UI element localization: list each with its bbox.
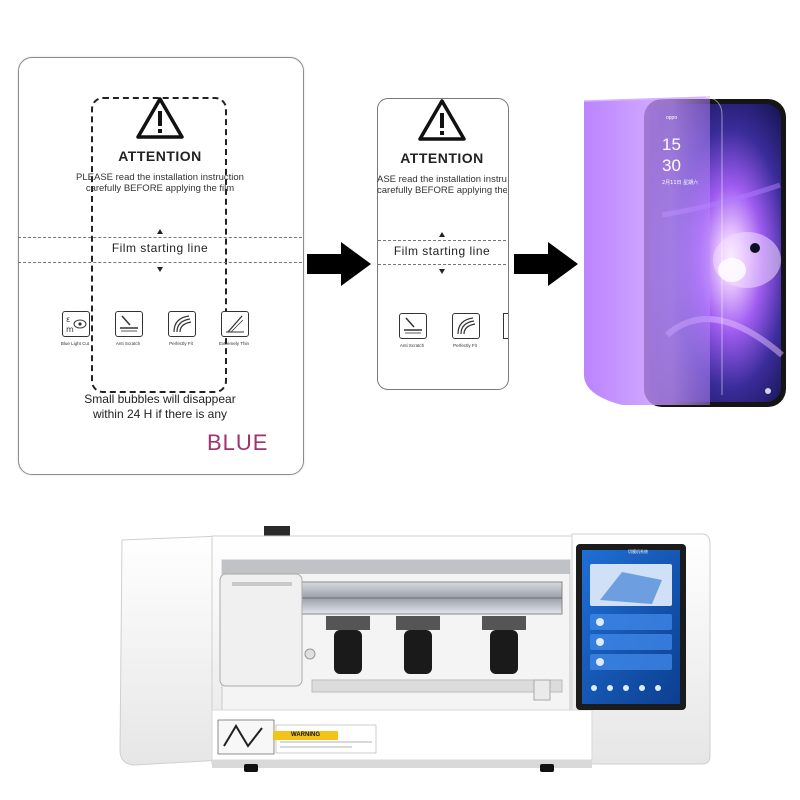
anti-scratch-icon [115, 311, 143, 337]
feature-caption: Extremely Thin [219, 341, 249, 346]
svg-text:ε: ε [66, 315, 70, 324]
film-start-label: Film starting line [393, 244, 491, 258]
film-start-label: Film starting line [111, 241, 209, 255]
anti-scratch-icon [399, 313, 427, 339]
extremely-thin-icon [221, 311, 249, 337]
phone-brand: oppo [666, 115, 677, 121]
arrow-up-icon [157, 229, 163, 234]
film-start-line-top [378, 240, 506, 241]
feature-caption: Anti Scratch [399, 343, 425, 348]
arrow-right-icon [307, 242, 371, 286]
film-start-line-bottom [18, 262, 302, 263]
clock-minute: 30 [662, 156, 681, 175]
instruction-text: PLEASE read the installation instruction… [76, 172, 244, 194]
color-label: BLUE [207, 430, 269, 455]
instruction-text: ASE read the installation instruct caref… [377, 174, 507, 196]
film-sheet [18, 57, 304, 475]
arrow-down-icon [439, 269, 445, 274]
phone-with-film: oppo 15 30 2月11日 星期六 [583, 96, 786, 407]
cut-film-sheet [377, 98, 509, 390]
film-start-line-bottom [378, 264, 506, 265]
film-cutting-machine [119, 526, 711, 772]
feature-caption: Blue Light Cut [60, 341, 90, 346]
perfectly-fit-icon [168, 311, 196, 337]
clock-hour: 15 [662, 135, 681, 154]
attention-title: ATTENTION [400, 150, 484, 166]
warning-triangle-icon [136, 97, 184, 139]
film-start-line-top [18, 237, 302, 238]
bubbles-note: Small bubbles will disappear within 24 H… [84, 392, 236, 421]
warning-sticker: WARNING [273, 731, 338, 740]
attention-title: ATTENTION [118, 148, 202, 164]
svg-text:m: m [66, 325, 74, 334]
clipped-icon-edge [503, 313, 508, 339]
blue-light-cut-icon: ε m [62, 311, 90, 337]
feature-caption: Anti Scratch [115, 341, 141, 346]
perfectly-fit-icon [452, 313, 480, 339]
arrow-right-icon [514, 242, 578, 286]
arrow-up-icon [439, 232, 445, 237]
warning-triangle-icon [418, 99, 466, 141]
screen-title: 切膜机系统 [628, 549, 648, 554]
camera-icon [765, 388, 771, 394]
feature-caption: Perfectly Fit [453, 343, 477, 348]
feature-caption: Perfectly Fit [169, 341, 193, 346]
clock-date: 2月11日 星期六 [662, 179, 698, 186]
arrow-down-icon [157, 267, 163, 272]
